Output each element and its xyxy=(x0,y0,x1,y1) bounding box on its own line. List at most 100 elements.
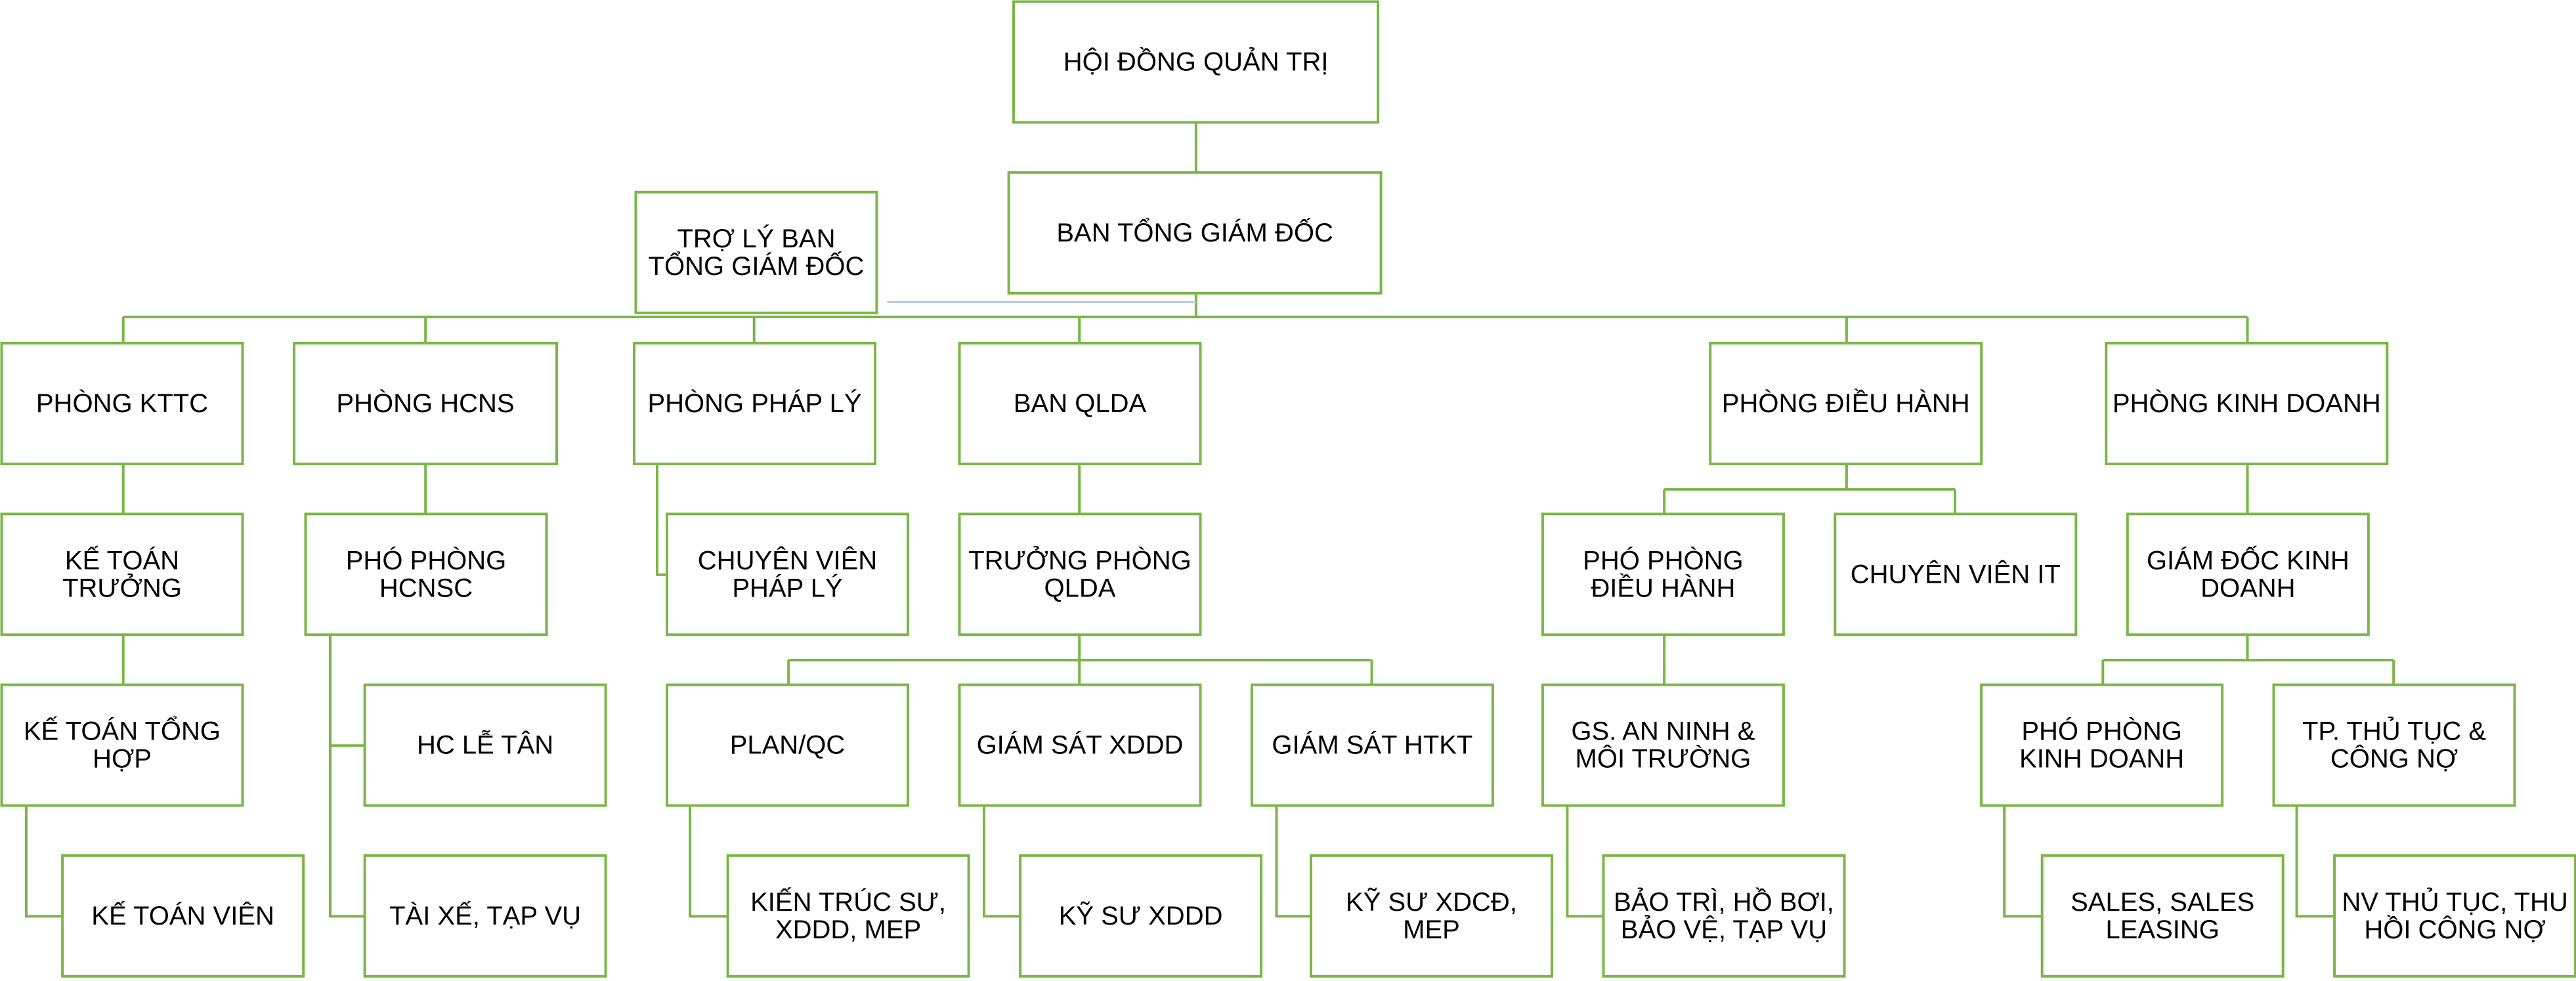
org-box-label: KẾ TOÁN xyxy=(65,545,179,575)
org-box-label: HCNSC xyxy=(379,574,473,602)
org-box-tp-thutuc: TP. THỦ TỤC &CÔNG NỢ xyxy=(2272,683,2516,807)
org-box-ks-xddd: KỸ SƯ XDDD xyxy=(1019,854,1263,978)
org-box-label: QLDA xyxy=(1044,574,1116,602)
org-box-gs-xddd: GIÁM SÁT XDDD xyxy=(958,683,1202,807)
org-box-label: KINH DOANH xyxy=(2019,745,2184,774)
org-box-frame xyxy=(958,683,1202,807)
org-box-label: PHÒNG KTTC xyxy=(36,388,208,418)
org-box-label: TP. THỦ TỤC & xyxy=(2302,716,2486,746)
org-box-label: PHÒNG HCNS xyxy=(336,388,514,418)
org-box-frame xyxy=(2105,342,2389,465)
org-box-frame xyxy=(958,512,1202,637)
org-box-phaply: PHÒNG PHÁP LÝ xyxy=(633,342,876,465)
org-box-label: PHÓ PHÒNG xyxy=(346,545,506,575)
org-box-gs-anninh: GS. AN NINH &MÔI TRƯỜNG xyxy=(1541,683,1785,807)
org-box-label: GIÁM ĐỐC KINH xyxy=(2147,545,2350,575)
org-box-frame xyxy=(61,854,305,978)
org-box-frame xyxy=(666,683,909,807)
org-box-board: HỘI ĐỒNG QUẢN TRỊ xyxy=(1012,0,1380,124)
org-box-label: GIÁM SÁT XDDD xyxy=(977,730,1184,760)
org-box-label: KẾ TOÁN VIÊN xyxy=(91,900,274,930)
org-box-frame xyxy=(0,342,244,465)
org-box-hc-letan: HC LỄ TÂN xyxy=(363,683,607,807)
org-box-frame xyxy=(1310,854,1553,978)
connector-line xyxy=(2003,806,2042,918)
connector-line xyxy=(2295,806,2335,918)
org-box-label: KẾ TOÁN TỔNG xyxy=(24,715,221,746)
org-box-label: XDDD, MEP xyxy=(775,915,921,944)
org-box-frame xyxy=(1012,0,1380,124)
connector-line xyxy=(689,806,728,918)
org-box-frame xyxy=(0,512,244,637)
connector-line xyxy=(25,806,63,918)
org-box-frame xyxy=(1834,512,2078,637)
org-box-frame xyxy=(2126,512,2370,637)
org-box-label: GS. AN NINH & xyxy=(1571,717,1755,746)
org-box-ketoan-vien: KẾ TOÁN VIÊN xyxy=(61,854,305,978)
org-box-frame xyxy=(1007,171,1383,295)
connector-line xyxy=(1566,806,1604,918)
org-box-frame xyxy=(1019,854,1263,978)
org-box-kts: KIẾN TRÚC SƯ,XDDD, MEP xyxy=(726,854,970,978)
org-box-frame xyxy=(0,683,244,807)
org-box-frame xyxy=(2040,854,2285,978)
org-box-label: KỸ SƯ XDCĐ, xyxy=(1346,887,1517,917)
connector-line xyxy=(983,806,1021,918)
org-box-label: PHÒNG PHÁP LÝ xyxy=(647,388,861,418)
org-box-label: CHUYÊN VIÊN IT xyxy=(1851,559,2061,589)
org-box-frame xyxy=(1541,683,1785,807)
connector-line xyxy=(656,465,667,576)
org-box-frame xyxy=(363,683,607,807)
org-box-label: PLAN/QC xyxy=(730,731,846,760)
org-box-frame xyxy=(1250,683,1494,807)
org-box-frame xyxy=(666,512,909,637)
org-box-label: TÀI XẾ, TẠP VỤ xyxy=(389,900,581,930)
org-box-label: TRƯỞNG xyxy=(62,572,182,602)
org-box-frame xyxy=(293,342,558,465)
org-box-gs-htkt: GIÁM SÁT HTKT xyxy=(1250,683,1494,807)
org-box-frame xyxy=(363,854,607,978)
org-box-label: MEP xyxy=(1403,915,1460,944)
org-box-label: MÔI TRƯỜNG xyxy=(1576,744,1751,774)
org-box-label: BẢO TRÌ, HỒ BƠI, xyxy=(1614,887,1834,917)
org-box-label: SALES, SALES xyxy=(2071,888,2254,917)
org-box-cv-it: CHUYÊN VIÊN IT xyxy=(1834,512,2078,637)
org-box-frame xyxy=(2272,683,2516,807)
org-box-baotri: BẢO TRÌ, HỒ BƠI,BẢO VỆ, TẠP VỤ xyxy=(1602,854,1846,978)
org-box-hcns: PHÒNG HCNS xyxy=(293,342,558,465)
org-box-label: HỢP xyxy=(93,745,152,774)
org-box-kinhdoanh: PHÒNG KINH DOANH xyxy=(2105,342,2389,465)
org-box-label: ĐIỀU HÀNH xyxy=(1591,572,1735,602)
org-box-label: PHÁP LÝ xyxy=(732,573,842,602)
org-box-label: PHÒNG ĐIỀU HÀNH xyxy=(1722,388,1970,418)
org-box-label: BAN QLDA xyxy=(1014,389,1147,418)
org-box-frame xyxy=(634,190,878,314)
connector-line xyxy=(329,635,365,918)
org-box-ceo: BAN TỔNG GIÁM ĐỐC xyxy=(1007,171,1383,295)
org-box-label: CÔNG NỢ xyxy=(2330,744,2458,774)
org-box-label: KIẾN TRÚC SƯ, xyxy=(750,887,946,917)
org-box-kttc: PHÒNG KTTC xyxy=(0,342,244,465)
org-box-frame xyxy=(958,342,1202,465)
org-box-label: TỔNG GIÁM ĐỐC xyxy=(649,250,865,281)
org-box-frame xyxy=(2333,854,2576,978)
org-box-label: LEASING xyxy=(2105,915,2219,944)
org-box-label: TRỢ LÝ BAN xyxy=(677,224,835,253)
org-box-frame xyxy=(1602,854,1846,978)
org-box-frame xyxy=(1709,342,1983,465)
org-box-label: PHÓ PHÒNG xyxy=(2021,717,2181,746)
org-box-label: TRƯỞNG PHÒNG xyxy=(968,545,1191,575)
org-box-label: PHÒNG KINH DOANH xyxy=(2113,388,2381,418)
org-box-label: CHUYÊN VIÊN xyxy=(698,545,877,575)
org-box-qlda: BAN QLDA xyxy=(958,342,1202,465)
